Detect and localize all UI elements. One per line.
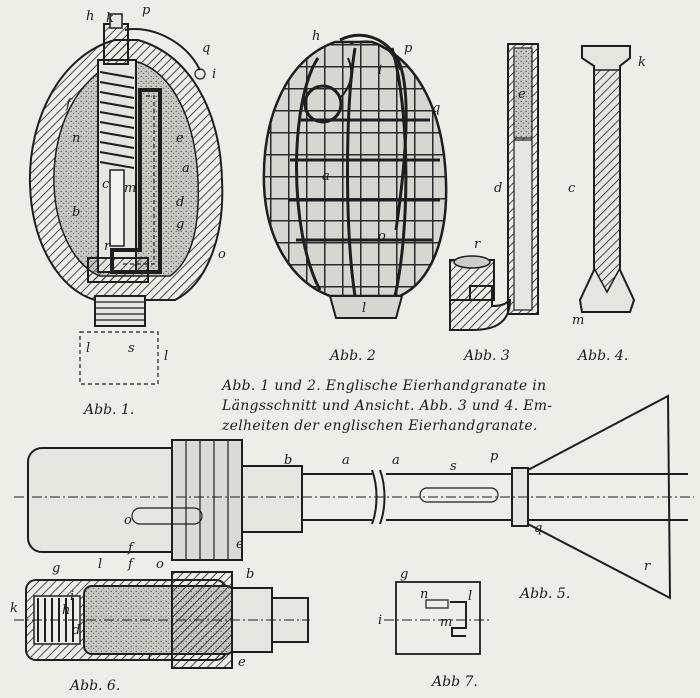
label: a <box>322 169 330 184</box>
label: s <box>128 341 135 356</box>
label: i <box>70 589 74 604</box>
caption-abb6: Abb. 6. <box>68 678 120 694</box>
label: k <box>638 55 646 70</box>
label: o <box>124 513 132 528</box>
label: e <box>176 131 184 146</box>
label: b <box>72 205 80 220</box>
labels-fig1: h k p q i f n c m e a b d g r o l s l <box>65 3 226 364</box>
figure-6-section <box>14 571 310 669</box>
fig1-spring <box>99 71 135 169</box>
label: i <box>378 613 382 628</box>
label: l <box>362 301 366 316</box>
caption-abb7: Abb 7. <box>430 674 478 690</box>
label: c <box>148 649 156 664</box>
label: l <box>468 589 472 604</box>
label: i <box>378 63 382 78</box>
label: e <box>236 537 244 552</box>
label: n <box>72 131 80 146</box>
fig5-handle-right <box>386 473 512 521</box>
label: f <box>65 97 73 112</box>
label: d <box>494 181 502 196</box>
description-line-3: zelheiten der englischen Eierhandgranate… <box>221 418 538 434</box>
label: i <box>212 67 216 82</box>
caption-abb4: Abb. 4. <box>576 348 628 364</box>
captions: Abb. 1. Abb. 2 Abb. 3 Abb. 4. Abb. 5. Ab… <box>68 348 628 694</box>
caption-abb3: Abb. 3 <box>462 348 510 364</box>
label: f <box>127 557 135 572</box>
label: r <box>104 239 111 254</box>
description-line-1: Abb. 1 und 2. Englische Eierhandgranate … <box>220 378 546 394</box>
label: a <box>392 453 400 468</box>
label: q <box>202 41 210 56</box>
label: l <box>86 341 90 356</box>
label: a <box>182 161 190 176</box>
label: m <box>124 181 136 196</box>
label: n <box>420 587 428 602</box>
label: c <box>102 177 110 192</box>
label: c <box>568 181 576 196</box>
caption-abb1: Abb. 1. <box>82 402 134 418</box>
label: k <box>106 11 114 26</box>
label: r <box>474 237 481 252</box>
figure-1-section <box>28 13 224 385</box>
figure-7-detail <box>384 581 490 655</box>
caption-abb5: Abb. 5. <box>518 586 570 602</box>
label: o <box>378 229 386 244</box>
labels-fig4: k c m <box>568 55 646 328</box>
labels-fig7: g n l i m <box>378 567 472 630</box>
label: g <box>400 567 408 582</box>
fig5-handle-left <box>302 473 372 521</box>
labels-fig2: h p i q a o l <box>312 29 440 316</box>
label: d <box>72 623 80 638</box>
label: e <box>238 655 246 670</box>
labels-fig6: g l f o b k h i d c e <box>10 557 254 670</box>
label: a <box>342 453 350 468</box>
label: h <box>312 29 320 44</box>
label: l <box>164 349 168 364</box>
label: o <box>156 557 164 572</box>
labels-fig3: e d r <box>474 87 526 252</box>
label: b <box>284 453 292 468</box>
labels-fig5: b a a s p o e f q r <box>124 449 651 574</box>
fig5-head <box>27 447 189 553</box>
label: p <box>142 3 151 18</box>
label: s <box>450 459 457 474</box>
label: f <box>127 541 135 556</box>
fig2-body <box>262 40 448 298</box>
figure-5-stick <box>14 394 694 600</box>
label: g <box>176 217 184 232</box>
label: r <box>644 559 651 574</box>
label: m <box>440 615 452 630</box>
label: b <box>246 567 254 582</box>
description-line-2: Längsschnitt und Ansicht. Abb. 3 und 4. … <box>221 398 552 414</box>
caption-abb2: Abb. 2 <box>328 348 376 364</box>
label: m <box>572 313 584 328</box>
label: p <box>490 449 499 464</box>
figure-4-detail <box>578 45 636 313</box>
label: l <box>98 557 102 572</box>
label: e <box>518 87 526 102</box>
label: q <box>534 521 542 536</box>
fig2-base <box>328 295 404 319</box>
fig2-pull-ring <box>303 84 343 124</box>
label: h <box>62 603 70 618</box>
label: d <box>176 195 184 210</box>
figure-3-detail <box>449 43 539 331</box>
fig1-dashed-cap <box>79 331 159 385</box>
label: g <box>52 561 60 576</box>
label: q <box>432 101 440 116</box>
label: h <box>86 9 94 24</box>
description: Abb. 1 und 2. Englische Eierhandgranate … <box>220 378 552 434</box>
figure-2-view <box>262 33 448 319</box>
label: p <box>404 41 413 56</box>
label: k <box>10 601 18 616</box>
label: o <box>218 247 226 262</box>
